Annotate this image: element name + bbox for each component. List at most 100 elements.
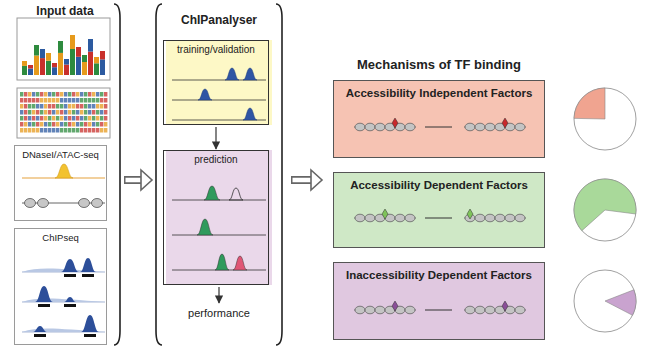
nucleosome bbox=[475, 306, 485, 314]
base-cell bbox=[84, 92, 87, 97]
training-peak bbox=[243, 68, 257, 80]
section-heading: ChIPanalyser bbox=[155, 13, 283, 27]
base-cell bbox=[92, 104, 95, 109]
node-box: ChIPanalysertraining/validationpredictio… bbox=[155, 2, 283, 347]
arrow-shaft-inner bbox=[126, 178, 146, 183]
nucleosome bbox=[485, 123, 495, 131]
nucleosome bbox=[505, 214, 515, 222]
base-cell bbox=[32, 128, 35, 133]
motif-letter bbox=[64, 59, 69, 65]
base-cell bbox=[92, 92, 95, 97]
chip-peak bbox=[81, 315, 99, 332]
base-cell bbox=[44, 110, 47, 115]
predicted-peak bbox=[233, 256, 247, 270]
tf-marker bbox=[502, 301, 508, 311]
base-cell bbox=[20, 128, 23, 133]
base-cell bbox=[20, 98, 23, 103]
base-cell bbox=[76, 116, 79, 121]
base-cell bbox=[104, 122, 107, 127]
node-box: DNaseI/ATAC-seq bbox=[14, 145, 107, 221]
base-cell bbox=[68, 110, 71, 115]
nucleosome bbox=[495, 214, 505, 222]
base-cell bbox=[96, 128, 99, 133]
training-tracks bbox=[172, 68, 266, 120]
chip-peak bbox=[61, 259, 79, 272]
base-cell bbox=[28, 122, 31, 127]
box-title: Inaccessibility Dependent Factors bbox=[338, 269, 540, 283]
base-cell bbox=[36, 92, 39, 97]
base-cell bbox=[96, 122, 99, 127]
base-cell bbox=[80, 116, 83, 121]
base-cell bbox=[48, 116, 51, 121]
base-cell bbox=[88, 110, 91, 115]
nucleosome bbox=[485, 306, 495, 314]
peak-call bbox=[64, 304, 76, 307]
nucleosome bbox=[25, 199, 36, 208]
base-cell bbox=[88, 128, 91, 133]
base-cell bbox=[80, 128, 83, 133]
base-cell bbox=[28, 98, 31, 103]
base-cell bbox=[68, 98, 71, 103]
connector bbox=[124, 170, 152, 190]
nucleosome bbox=[515, 306, 525, 314]
base-cell bbox=[92, 122, 95, 127]
base-cell bbox=[20, 122, 23, 127]
base-cell bbox=[80, 92, 83, 97]
predicted-peak bbox=[215, 254, 229, 270]
base-cell bbox=[20, 116, 23, 121]
pie-ground bbox=[574, 88, 636, 150]
box-ground bbox=[333, 80, 545, 158]
base-cell bbox=[104, 104, 107, 109]
dash bbox=[425, 310, 452, 311]
arrow-head bbox=[311, 170, 322, 190]
pie-ground bbox=[574, 270, 636, 332]
base-cell bbox=[76, 92, 79, 97]
node-box: training/validation bbox=[163, 40, 269, 125]
base-cell bbox=[88, 104, 91, 109]
base-cell bbox=[28, 110, 31, 115]
motif-letter bbox=[70, 35, 75, 49]
base-cell bbox=[76, 104, 79, 109]
training-peak bbox=[198, 89, 212, 100]
pie-slice bbox=[574, 179, 636, 231]
base-cell bbox=[100, 98, 103, 103]
base-cell bbox=[44, 128, 47, 133]
tf-marker bbox=[467, 209, 473, 219]
base-cell bbox=[64, 104, 67, 109]
section-heading: Mechanisms of TF binding bbox=[333, 57, 545, 72]
base-cell bbox=[64, 92, 67, 97]
section-heading: Input data bbox=[9, 4, 121, 18]
base-cell bbox=[96, 110, 99, 115]
base-cell bbox=[24, 110, 27, 115]
base-cell bbox=[52, 128, 55, 133]
base-cell bbox=[24, 122, 27, 127]
motif-letter bbox=[82, 62, 87, 75]
pie-chart bbox=[574, 179, 636, 241]
base-cell bbox=[56, 116, 59, 121]
base-cell bbox=[24, 116, 27, 121]
base-cell bbox=[24, 104, 27, 109]
nucleosome bbox=[465, 123, 475, 131]
prediction-tracks bbox=[172, 186, 266, 270]
base-cell bbox=[32, 110, 35, 115]
base-cell bbox=[28, 128, 31, 133]
base-cell bbox=[104, 92, 107, 97]
base-cell bbox=[48, 104, 51, 109]
outline-peak bbox=[229, 188, 243, 200]
base-cell bbox=[100, 110, 103, 115]
pie-chart bbox=[574, 88, 636, 150]
peak-call bbox=[34, 334, 46, 337]
chromatin-row bbox=[354, 301, 526, 314]
base-cell bbox=[36, 110, 39, 115]
box-title: ChIPseq bbox=[17, 232, 104, 243]
base-cell bbox=[64, 98, 67, 103]
base-cell bbox=[28, 92, 31, 97]
base-cell bbox=[80, 104, 83, 109]
base-cell bbox=[48, 122, 51, 127]
motif-letter bbox=[82, 55, 87, 62]
motif-letter bbox=[34, 56, 39, 76]
base-cell bbox=[96, 98, 99, 103]
base-cell bbox=[64, 128, 67, 133]
motif-letter bbox=[76, 47, 81, 57]
